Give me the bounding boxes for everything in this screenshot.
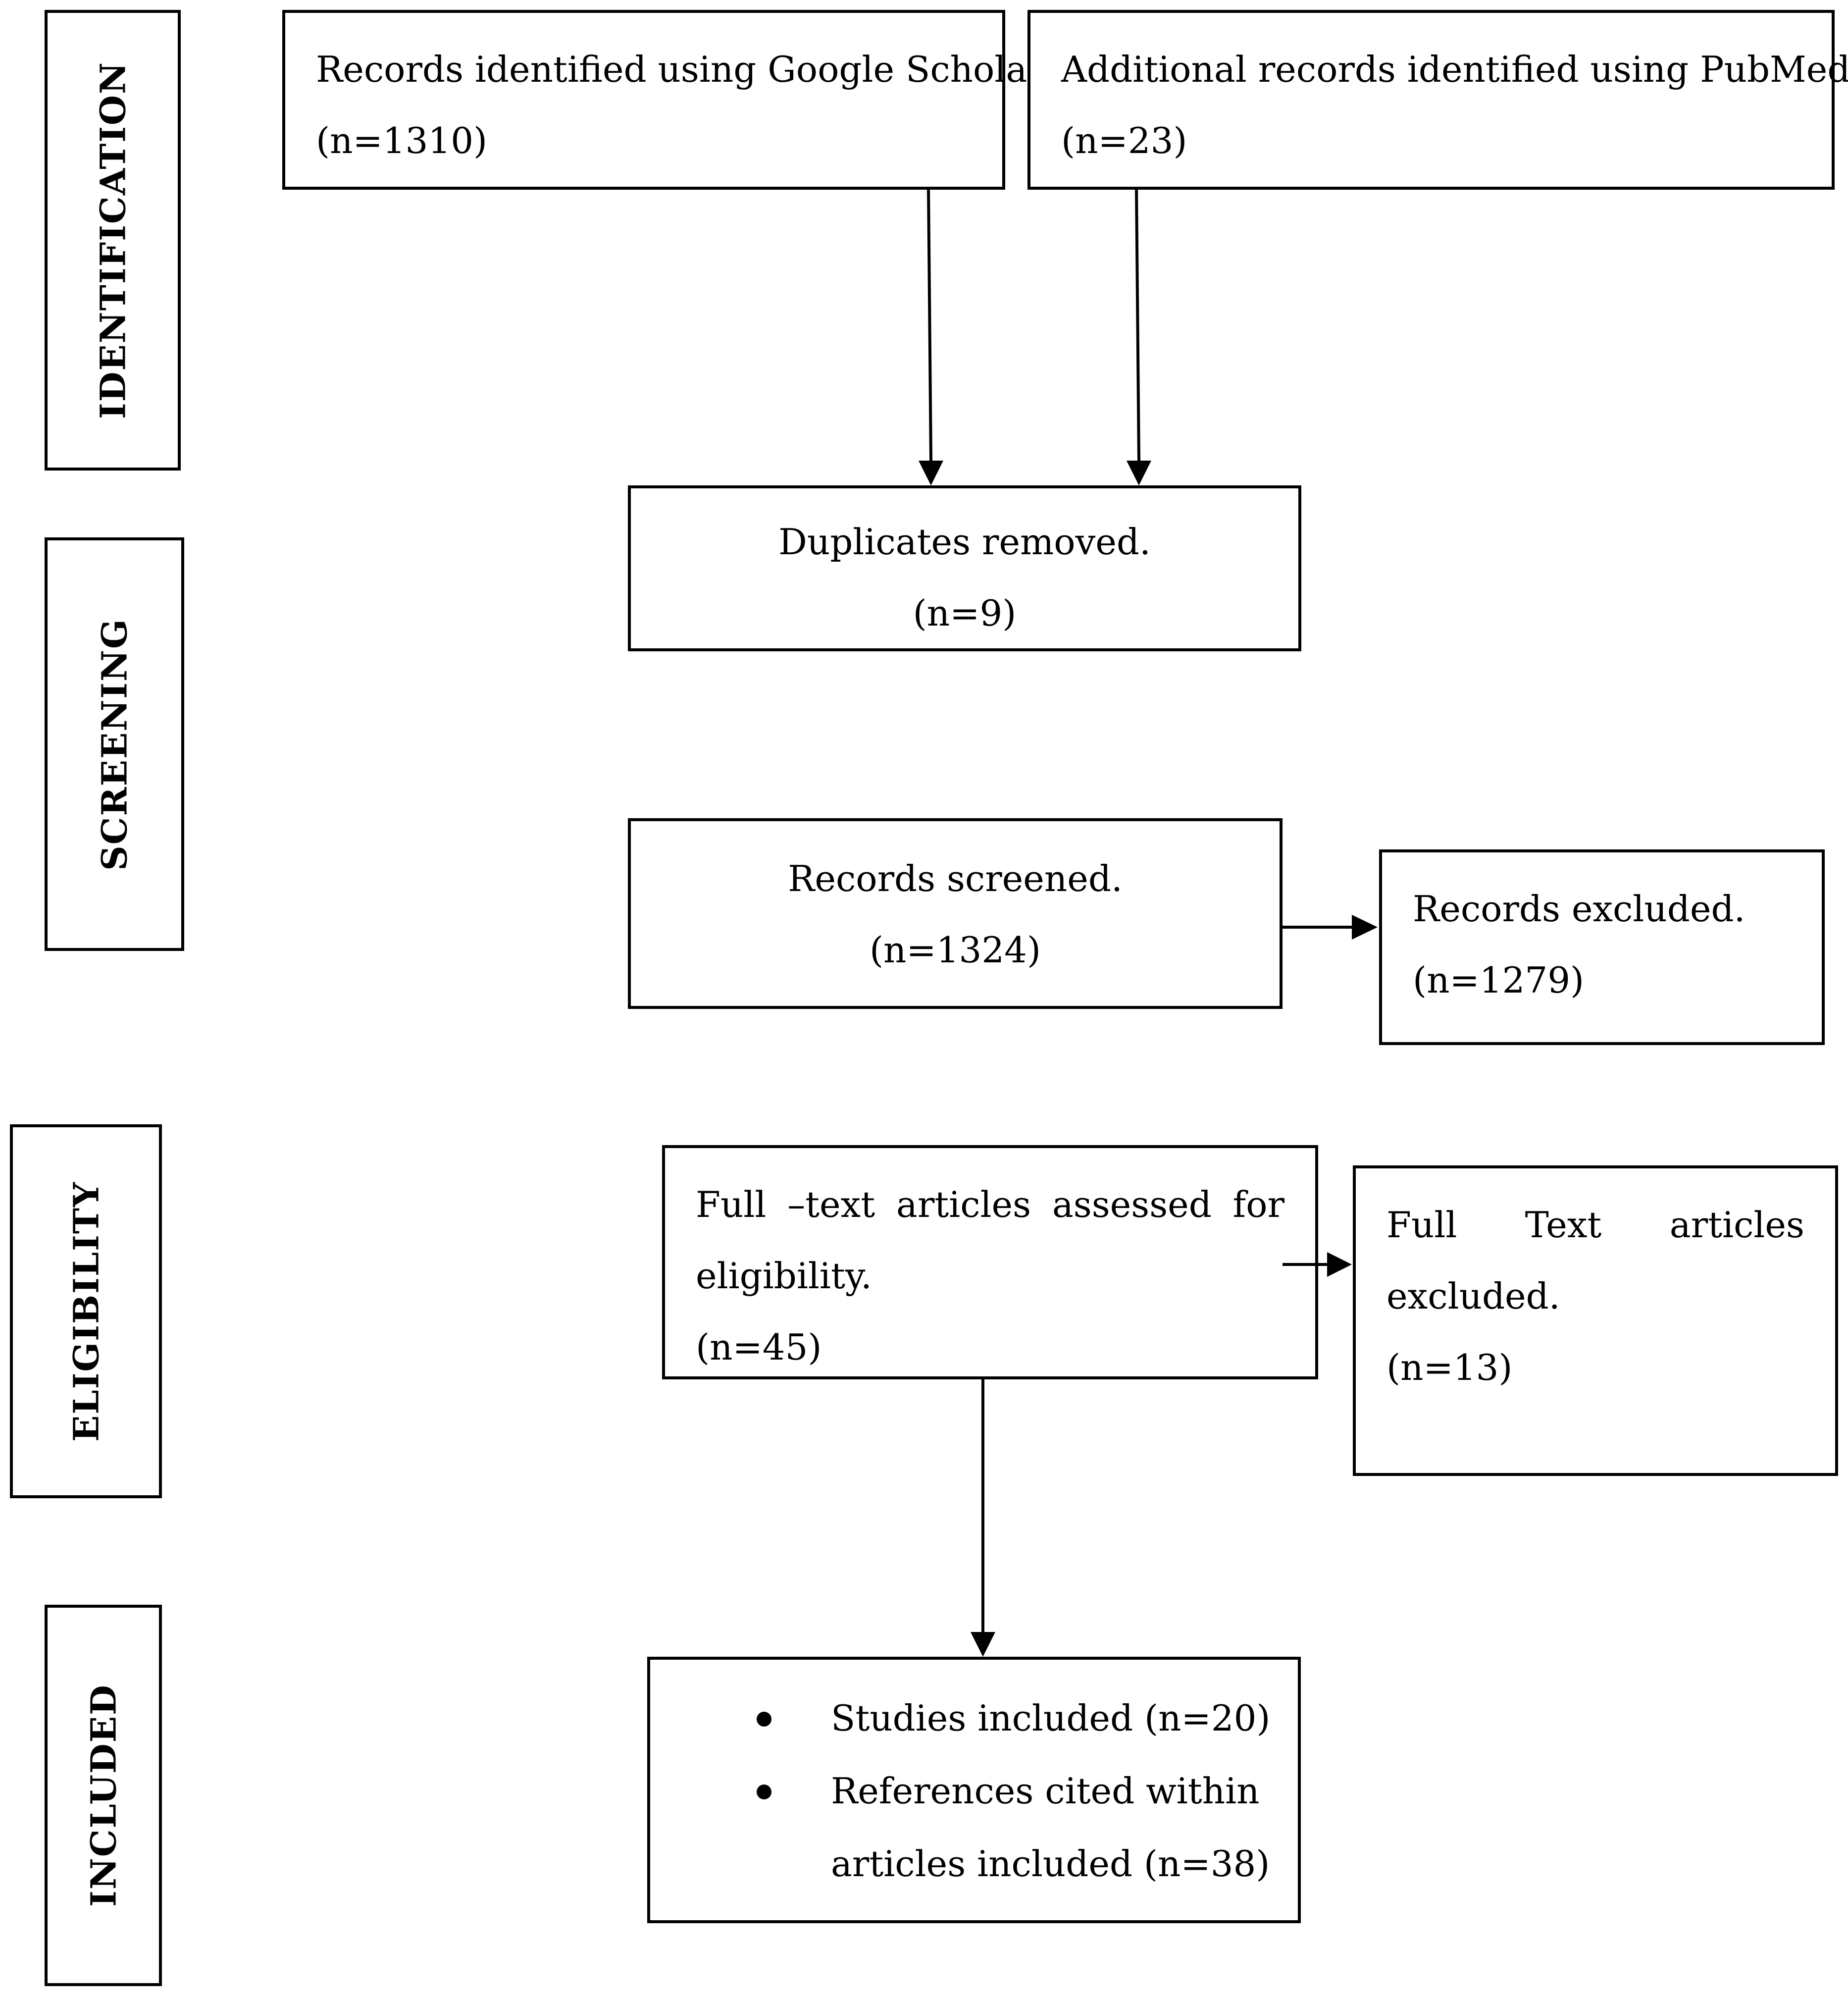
included-item-references-line2: articles included (n=38)	[831, 1843, 1270, 1885]
google-scholar-count: (n=1310)	[316, 120, 488, 161]
fulltext-assessed-word: Full	[696, 1184, 767, 1225]
arrowhead-icon	[1327, 1252, 1352, 1277]
arrowhead-icon	[1127, 461, 1151, 485]
duplicates-count: (n=9)	[913, 592, 1017, 634]
arrowhead-icon	[919, 461, 943, 485]
arrow-google-scholar-to-duplicates	[927, 189, 932, 461]
fulltext-excluded-line1: Full Text articles	[1386, 1207, 1804, 1243]
included-item-studies: Studies included (n=20)	[831, 1697, 1271, 1739]
excluded-box: Records excluded. (n=1279)	[1379, 849, 1825, 1045]
google-scholar-box: Records identified using Google Scholar …	[282, 10, 1044, 190]
fulltext-assessed-line2: eligibility.	[696, 1255, 872, 1297]
stage-screening: SCREENING	[45, 537, 184, 951]
pubmed-count: (n=23)	[1061, 120, 1187, 161]
arrowhead-icon	[1352, 915, 1378, 940]
fulltext-excluded-count: (n=13)	[1386, 1347, 1513, 1388]
excluded-count: (n=1279)	[1413, 959, 1585, 1001]
fulltext-assessed-word: articles	[896, 1184, 1031, 1225]
screened-title: Records screened.	[788, 858, 1123, 899]
fulltext-assessed-box: Full –text articles assessed for eligibi…	[662, 1145, 1318, 1379]
fulltext-assessed-line1: Full –text articles assessed for	[696, 1187, 1284, 1222]
duplicates-title: Duplicates removed.	[778, 521, 1151, 563]
included-item-references-line1: References cited within	[831, 1770, 1260, 1812]
pubmed-box: Additional records identified using PubM…	[1027, 10, 1848, 190]
fulltext-excluded-box: Full Text articles excluded. (n=13)	[1353, 1165, 1838, 1476]
arrowhead-icon	[971, 1632, 995, 1657]
bullet-icon	[757, 1712, 771, 1727]
screened-count: (n=1324)	[869, 929, 1041, 971]
pubmed-title: Additional records identified using PubM…	[1061, 49, 1848, 90]
fulltext-assessed-word: for	[1232, 1184, 1284, 1225]
arrow-pubmed-to-duplicates	[1135, 189, 1140, 461]
included-box: Studies included (n=20) References cited…	[647, 1657, 1301, 1923]
google-scholar-title: Records identified using Google Scholar	[316, 49, 1044, 90]
fulltext-excluded-word: Full	[1386, 1204, 1457, 1246]
stage-included: INCLUDED	[45, 1605, 162, 1986]
fulltext-excluded-word: Text	[1525, 1204, 1602, 1246]
excluded-title: Records excluded.	[1413, 888, 1745, 930]
stage-identification: IDENTIFICATION	[45, 10, 181, 471]
fulltext-assessed-word: –text	[787, 1184, 875, 1225]
fulltext-excluded-word: articles	[1669, 1204, 1804, 1246]
bullet-icon	[757, 1785, 771, 1799]
stage-eligibility: ELIGIBILITY	[10, 1124, 162, 1498]
fulltext-excluded-line2: excluded.	[1386, 1275, 1560, 1317]
duplicates-box: Duplicates removed. (n=9)	[628, 485, 1301, 651]
screened-box: Records screened. (n=1324)	[628, 818, 1283, 1009]
fulltext-assessed-word: assessed	[1052, 1184, 1212, 1225]
fulltext-assessed-count: (n=45)	[696, 1326, 822, 1368]
